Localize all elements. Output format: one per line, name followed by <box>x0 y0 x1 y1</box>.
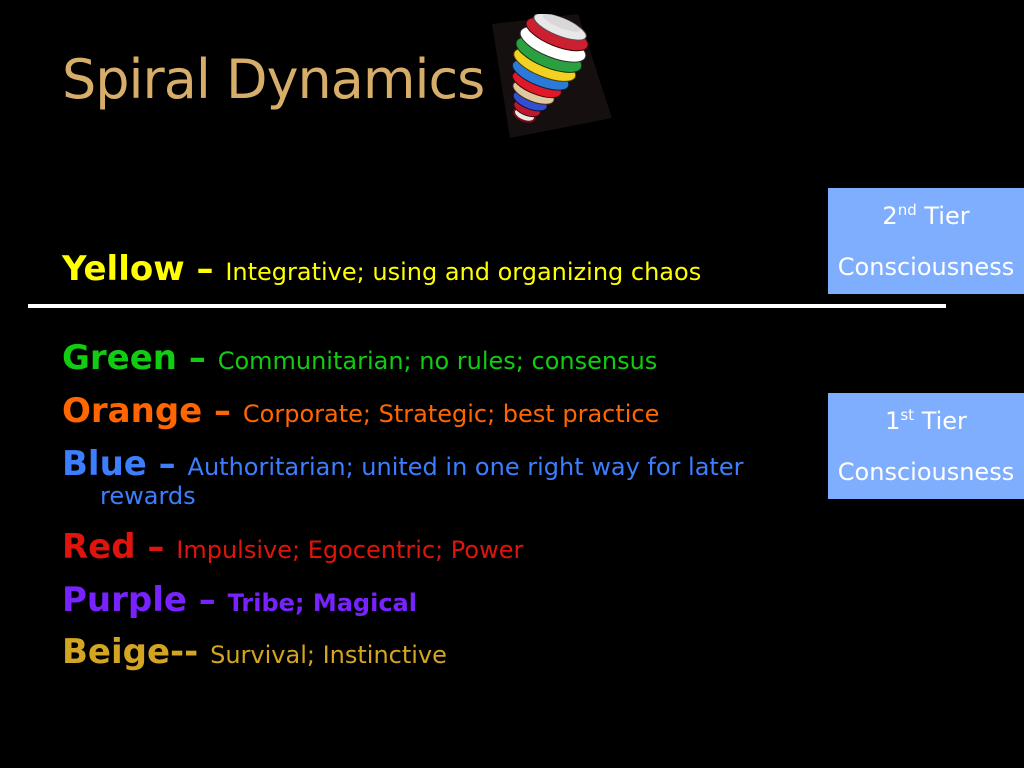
spiral-dynamics-cone-icon <box>492 14 612 138</box>
level-red: Red – Impulsive; Egocentric; Power <box>62 527 802 570</box>
tier-number: 2 <box>882 202 898 230</box>
level-purple: Purple – Tribe; Magical <box>62 580 802 623</box>
level-description: Integrative; using and organizing chaos <box>225 258 702 286</box>
level-separator: – <box>202 391 243 431</box>
level-name: Yellow <box>62 249 185 289</box>
level-name: Blue <box>62 444 147 484</box>
tier-box-second: 2nd Tier Consciousness <box>828 188 1024 294</box>
level-yellow: Yellow – Integrative; using and organizi… <box>62 249 802 292</box>
level-description: Corporate; Strategic; best practice <box>242 400 660 428</box>
tier-label: Consciousness <box>837 253 1015 281</box>
level-description: Impulsive; Egocentric; Power <box>176 536 524 564</box>
tier-divider <box>28 304 946 308</box>
tier-box-first: 1st Tier Consciousness <box>828 393 1024 499</box>
level-separator: – <box>186 580 228 620</box>
level-description: Survival; Instinctive <box>210 641 447 669</box>
tier-number: 1 <box>885 407 901 435</box>
level-blue: Blue – Authoritarian; united in one righ… <box>62 444 802 511</box>
level-beige: Beige-- Survival; Instinctive <box>62 632 802 675</box>
level-orange: Orange – Corporate; Strategic; best prac… <box>62 391 802 434</box>
level-name: Beige <box>62 632 171 672</box>
level-green: Green – Communitarian; no rules; consens… <box>62 338 802 381</box>
level-description: Tribe; Magical <box>227 589 417 617</box>
level-name: Orange <box>62 391 203 431</box>
level-separator: – <box>135 527 177 567</box>
level-description: Authoritarian; united in one right way f… <box>187 453 744 481</box>
level-description-continued: rewards <box>100 482 196 510</box>
tier-ordinal-suffix: st <box>900 406 915 424</box>
level-separator: -- <box>170 632 211 672</box>
level-description: Communitarian; no rules; consensus <box>217 347 658 375</box>
level-name: Green <box>62 338 177 378</box>
tier-ordinal-suffix: nd <box>897 201 917 219</box>
level-name: Purple <box>62 580 187 620</box>
tier-label: Consciousness <box>837 458 1015 486</box>
tier-word: Tier <box>921 407 967 435</box>
level-separator: – <box>146 444 188 484</box>
level-name: Red <box>62 527 136 567</box>
level-separator: – <box>177 338 218 378</box>
level-separator: – <box>184 249 226 289</box>
tier-word: Tier <box>924 202 970 230</box>
slide-title: Spiral Dynamics <box>62 48 485 111</box>
